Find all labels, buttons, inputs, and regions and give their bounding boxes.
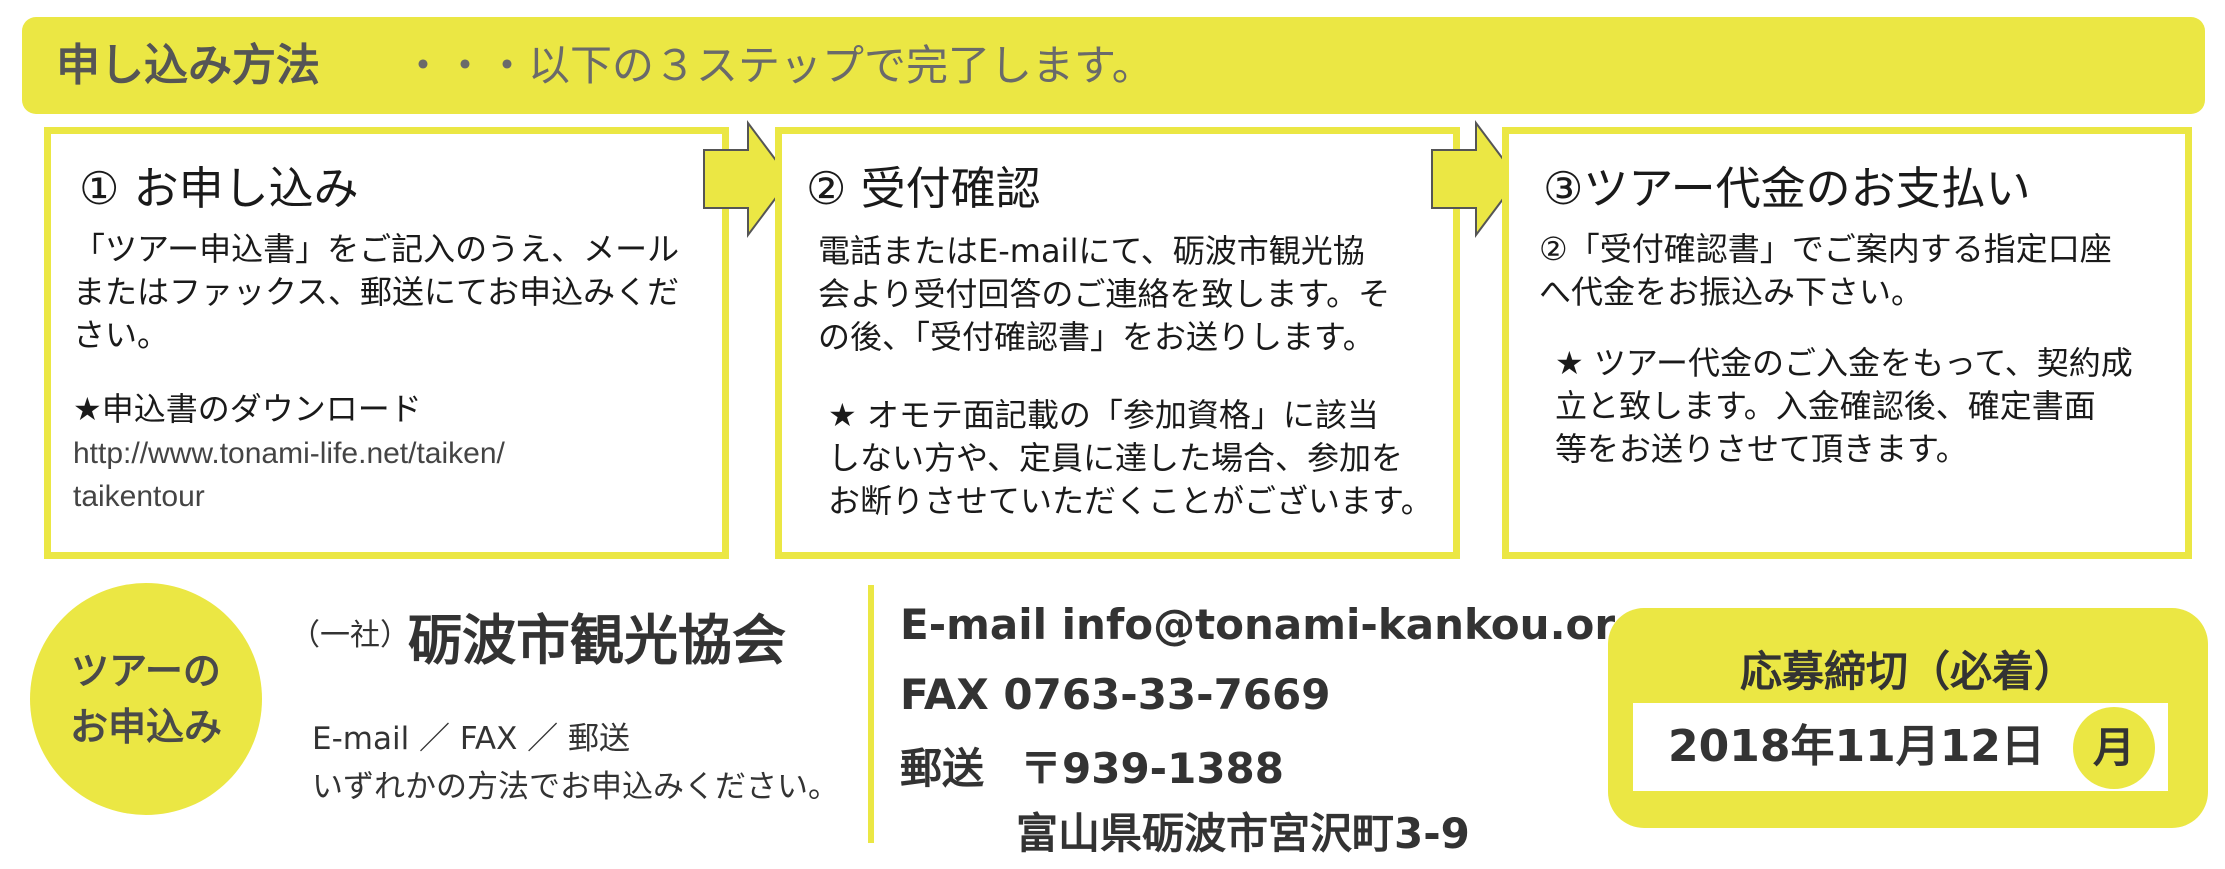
- deadline-label: 応募締切（必着）: [1739, 647, 2076, 696]
- deadline-box: 応募締切（必着） 2018年11月12日 月: [1608, 608, 2208, 828]
- step-title: ② 受付確認: [806, 162, 1041, 215]
- org-prefix: （一社）: [290, 618, 410, 653]
- step-body: 「ツアー申込書」をご記入のうえ、メール またはファックス、郵送にてお申込みくだ …: [73, 230, 680, 354]
- step-body: 電話またはE-mailにて、砺波市観光協 会より受付回答のご連絡を致します。そ …: [818, 232, 1391, 356]
- header-banner: 申し込み方法 ・・・以下の３ステップで完了します。: [22, 17, 2205, 114]
- contact-address: 富山県砺波市宮沢町3-9: [1016, 809, 1470, 858]
- download-link[interactable]: http://www.tonami-life.net/taiken/ taike…: [73, 437, 505, 513]
- contact-fax: FAX 0763-33-7669: [900, 670, 1331, 719]
- deadline-date: 2018年11月12日: [1668, 721, 2045, 772]
- page-title: 申し込み方法: [56, 40, 320, 91]
- step-title: ① お申し込み: [79, 162, 359, 215]
- deadline-weekday: 月: [2073, 707, 2155, 789]
- contact-email[interactable]: E-mail info@tonami-kankou.org: [900, 600, 1646, 649]
- step-card-1: ① お申し込み 「ツアー申込書」をご記入のうえ、メール またはファックス、郵送に…: [44, 127, 729, 559]
- right-arrow-icon: [1431, 120, 1520, 238]
- contact-postal-code: 〒939-1388: [1020, 744, 1284, 793]
- step-card-3: ③ツアー代金のお支払い ②「受付確認書」でご案内する指定口座 へ代金をお振込み下…: [1502, 127, 2192, 559]
- divider: [868, 585, 874, 843]
- step-note: ★ オモテ面記載の「参加資格」に該当 しない方や、定員に達した場合、参加を お断…: [828, 396, 1433, 520]
- step-body: ②「受付確認書」でご案内する指定口座 へ代金をお振込み下さい。: [1539, 230, 2112, 311]
- step-note: ★申込書のダウンロード: [73, 390, 422, 428]
- org-name: 砺波市観光協会: [408, 609, 786, 672]
- contact-mail-label: 郵送: [900, 744, 985, 793]
- step-card-2: ② 受付確認 電話またはE-mailにて、砺波市観光協 会より受付回答のご連絡を…: [775, 127, 1460, 559]
- right-arrow-icon: [703, 120, 792, 238]
- apply-methods: E-mail ／ FAX ／ 郵送 いずれかの方法でお申込みください。: [312, 721, 839, 805]
- step-title: ③ツアー代金のお支払い: [1543, 162, 2031, 215]
- apply-badge: ツアーの お申込み: [30, 583, 262, 815]
- step-note: ★ ツアー代金のご入金をもって、契約成 立と致します。入金確認後、確定書面 等を…: [1555, 344, 2133, 468]
- deadline-date-box: 2018年11月12日 月: [1633, 703, 2168, 791]
- page-subtitle: ・・・以下の３ステップで完了します。: [402, 41, 1154, 90]
